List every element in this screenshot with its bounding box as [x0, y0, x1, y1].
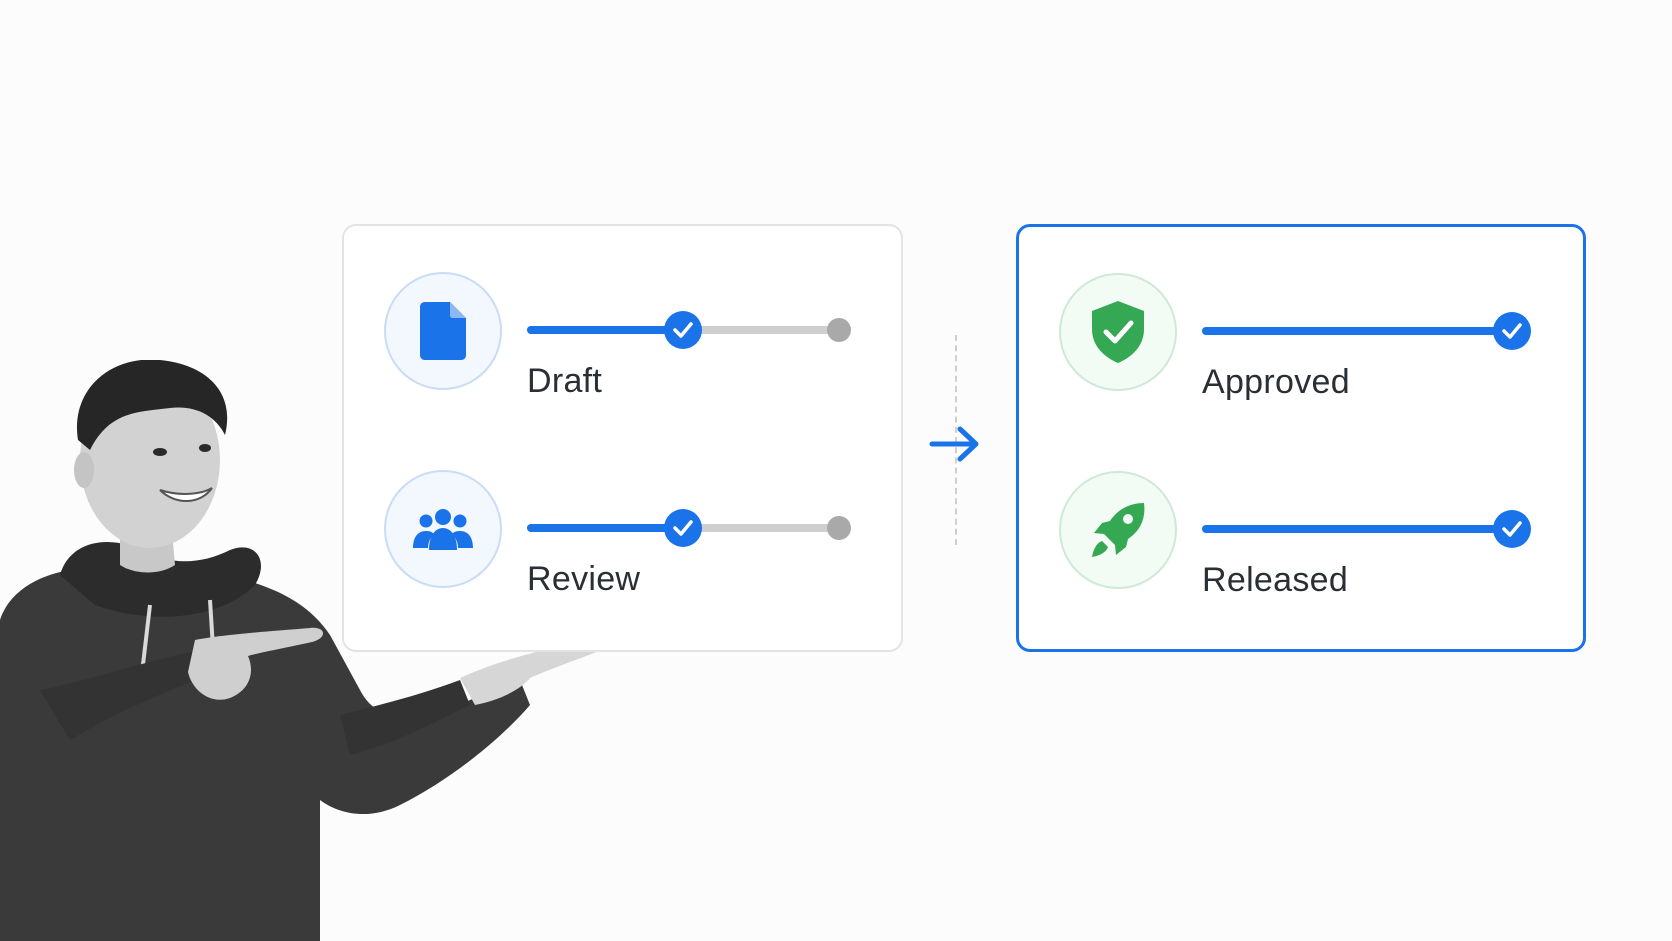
progress-fill	[527, 326, 683, 334]
stage-icon-badge	[384, 272, 502, 390]
progress-track	[1202, 312, 1531, 350]
stage-icon-badge	[384, 470, 502, 588]
stage-row-draft: Draft	[344, 272, 901, 400]
stage-icon-badge	[1059, 273, 1177, 391]
progress-end-dot	[827, 318, 851, 342]
checkmark-icon	[1502, 323, 1522, 339]
checkmark-icon	[673, 322, 693, 338]
stage-label-review: Review	[527, 560, 641, 598]
rocket-icon	[1092, 503, 1145, 557]
checkmark-icon	[1502, 521, 1522, 537]
checkmark-icon	[673, 520, 693, 536]
stage-icon-badge	[1059, 471, 1177, 589]
progress-end-dot	[827, 516, 851, 540]
progress-fill	[1202, 525, 1512, 533]
stage-label-released: Released	[1202, 561, 1349, 599]
progress-fill	[527, 524, 683, 532]
arrow-right-icon	[929, 426, 979, 462]
progress-knob-check[interactable]	[1493, 510, 1531, 548]
shield-check-icon	[1092, 301, 1144, 363]
document-icon	[420, 302, 466, 360]
progress-fill	[1202, 327, 1512, 335]
stage-label-approved: Approved	[1202, 363, 1350, 401]
workflow-card-in-progress: Draft	[342, 224, 903, 652]
people-group-icon	[413, 509, 473, 550]
progress-knob-check[interactable]	[664, 509, 702, 547]
progress-track	[527, 509, 851, 547]
progress-knob-check[interactable]	[1493, 312, 1531, 350]
progress-track	[1202, 510, 1531, 548]
stage-row-approved: Approved	[1019, 273, 1583, 401]
stage-label-draft: Draft	[527, 362, 603, 400]
stage-row-review: Review	[344, 470, 901, 598]
workflow-card-complete: Approved Released	[1016, 224, 1586, 652]
dashed-divider	[955, 335, 957, 545]
stage-row-released: Released	[1019, 471, 1583, 599]
progress-track	[527, 311, 851, 349]
progress-knob-check[interactable]	[664, 311, 702, 349]
person-pointing-illustration	[0, 360, 604, 941]
